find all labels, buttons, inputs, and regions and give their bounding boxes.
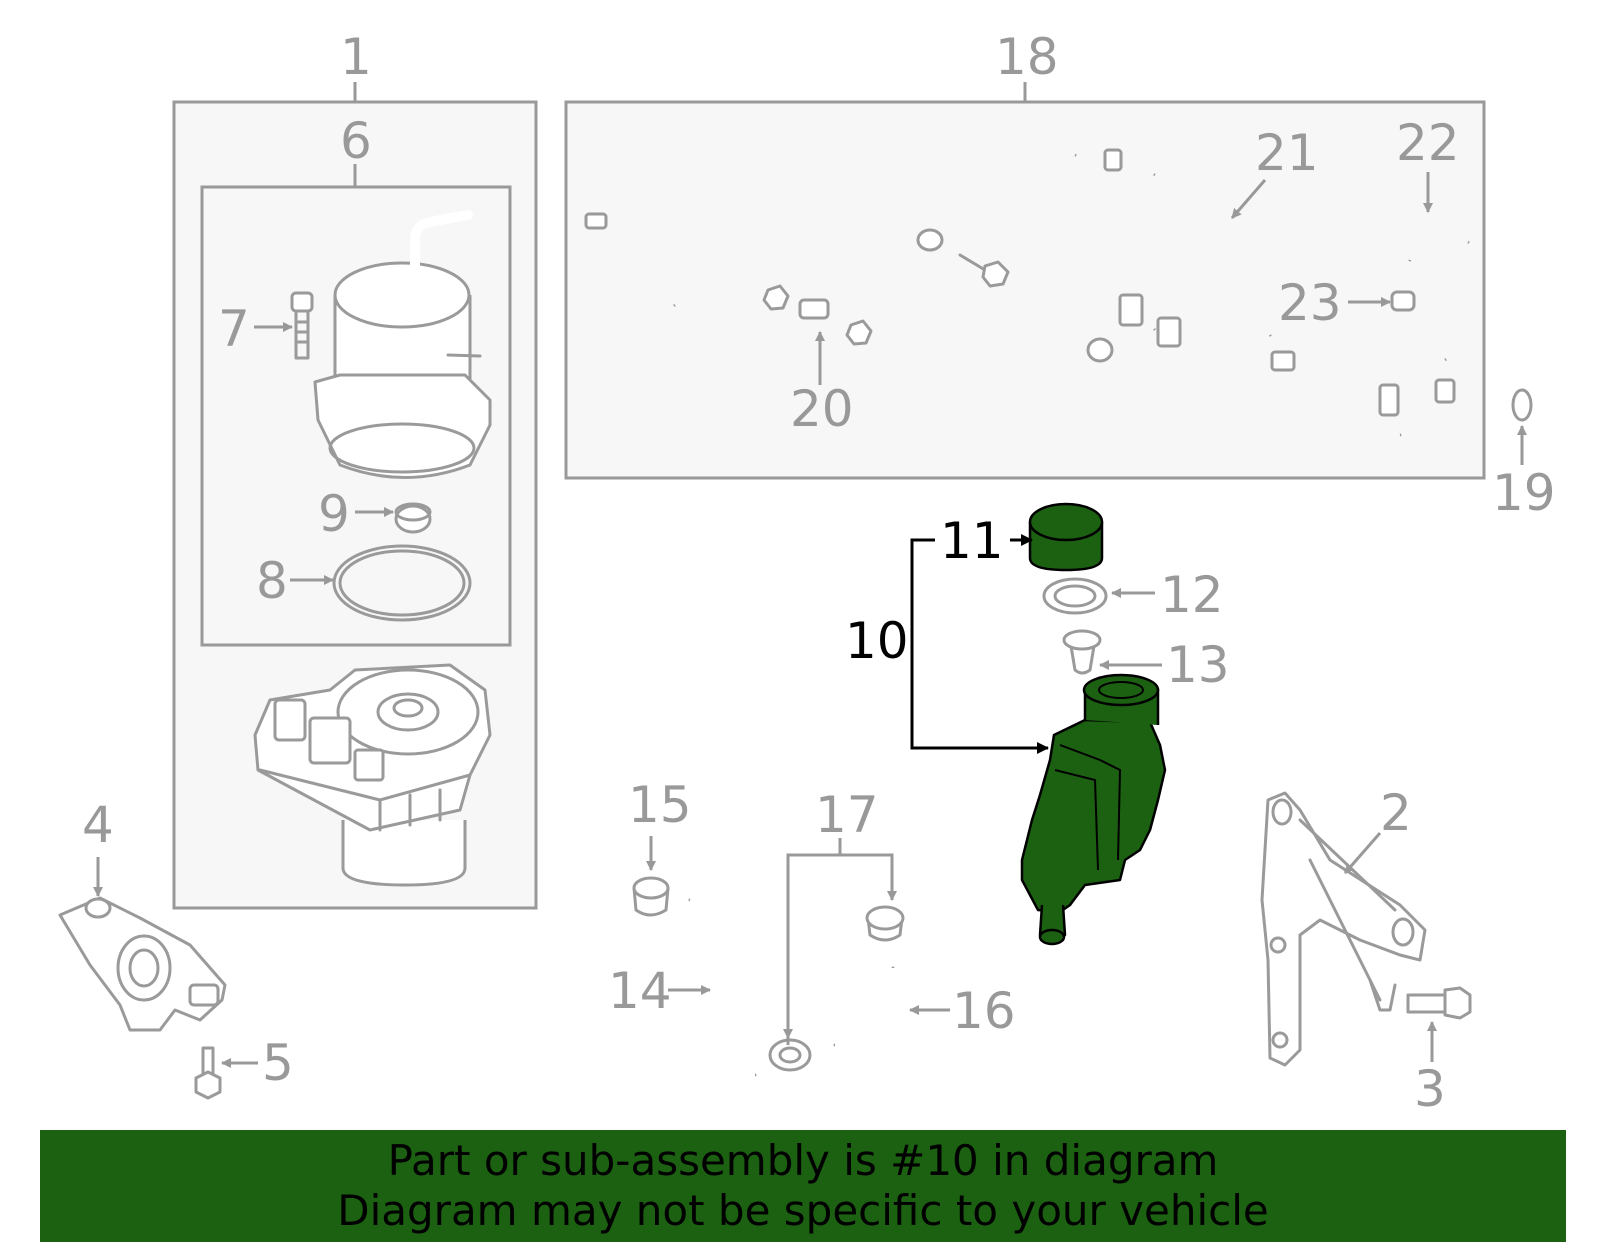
- callout-1: 1: [340, 28, 372, 86]
- callout-21: 21: [1255, 124, 1319, 182]
- o-ring-part-8: [332, 544, 472, 622]
- bolt-part-7: [290, 291, 314, 360]
- callout-11: 11: [940, 512, 1004, 570]
- clamp-part-15: [632, 876, 670, 917]
- banner-line-2: Diagram may not be specific to your vehi…: [337, 1186, 1269, 1235]
- callout-13: 13: [1166, 636, 1230, 694]
- fitting-part-20: [762, 284, 873, 346]
- banner-line-1: Part or sub-assembly is #10 in diagram: [387, 1136, 1219, 1185]
- callout-19: 19: [1492, 464, 1556, 522]
- nut-part-9: [394, 502, 432, 534]
- pump-body-part: [253, 663, 492, 887]
- hose-assembly-part-18: [584, 114, 1456, 444]
- callout-8: 8: [256, 552, 288, 610]
- callout-7: 7: [218, 300, 250, 358]
- callout-16: 16: [952, 982, 1016, 1040]
- callout-14: 14: [608, 962, 672, 1020]
- seal-part-12: [1042, 577, 1108, 615]
- bolt-part-5: [194, 1046, 222, 1100]
- callout-5: 5: [262, 1034, 294, 1092]
- mount-bracket-part-4: [58, 896, 227, 1032]
- callout-2: 2: [1380, 784, 1412, 842]
- reservoir-tank-part-10: [1020, 673, 1167, 946]
- o-ring-part-19: [1511, 388, 1533, 422]
- callout-3: 3: [1414, 1060, 1446, 1118]
- callout-17: 17: [815, 786, 879, 844]
- callout-12: 12: [1160, 566, 1224, 624]
- callout-4: 4: [82, 796, 114, 854]
- callout-18: 18: [995, 28, 1059, 86]
- pump-motor-part: [313, 210, 492, 479]
- strainer-part-13: [1062, 629, 1102, 675]
- bracket-part-2: [1260, 791, 1427, 1067]
- callout-22: 22: [1396, 114, 1460, 172]
- grommet-parts: [916, 148, 1296, 372]
- info-banner: Part or sub-assembly is #10 in diagram D…: [40, 1130, 1566, 1242]
- clip-part-23: [1390, 290, 1416, 312]
- callout-10: 10: [845, 612, 909, 670]
- clamp-part-17a: [768, 1038, 812, 1072]
- callout-9: 9: [318, 485, 350, 543]
- reservoir-cap-part-11: [1028, 502, 1104, 572]
- clamp-part-17b: [865, 905, 905, 942]
- callout-23: 23: [1278, 274, 1342, 332]
- callout-15: 15: [628, 776, 692, 834]
- bolt-part-3: [1406, 986, 1472, 1020]
- callout-20: 20: [790, 380, 854, 438]
- callout-6: 6: [340, 112, 372, 170]
